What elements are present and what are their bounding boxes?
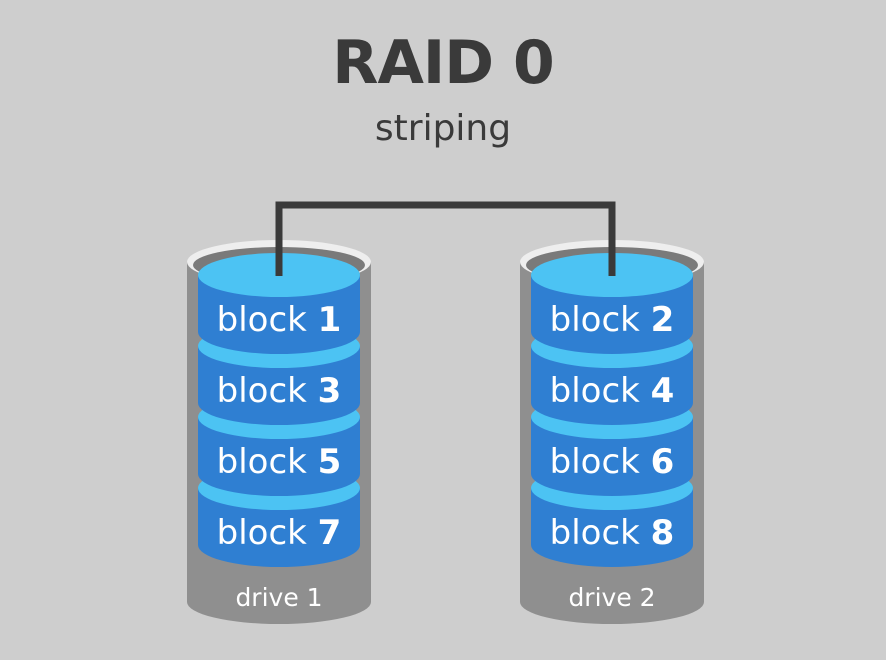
block-number: 8	[651, 513, 675, 553]
block-label: block 8	[550, 513, 675, 553]
block-side	[531, 417, 693, 496]
block-word: block	[550, 442, 651, 482]
block-side	[198, 275, 360, 354]
block-word: block	[550, 513, 651, 553]
stripe-connector	[275, 201, 616, 276]
block-side	[531, 275, 693, 354]
diagram-title: RAID 0	[332, 28, 554, 98]
drive-label: drive 1	[235, 583, 322, 612]
block-side	[198, 346, 360, 425]
block-label: block 4	[550, 371, 675, 411]
block-number: 6	[651, 442, 675, 482]
block-label: block 6	[550, 442, 675, 482]
block-label: block 5	[217, 442, 342, 482]
block-word: block	[217, 371, 318, 411]
block-label: block 2	[550, 300, 675, 340]
block-word: block	[550, 371, 651, 411]
block-side	[531, 488, 693, 567]
block-number: 3	[318, 371, 342, 411]
block-word: block	[217, 513, 318, 553]
diagram-subtitle: striping	[374, 108, 512, 149]
block-word: block	[550, 300, 651, 340]
block-number: 4	[651, 371, 675, 411]
block-label: block 1	[217, 300, 342, 340]
block-side	[198, 417, 360, 496]
block-number: 1	[318, 300, 342, 340]
block-side	[198, 488, 360, 567]
block-number: 2	[651, 300, 675, 340]
block-word: block	[217, 300, 318, 340]
block-label: block 3	[217, 371, 342, 411]
block-side	[531, 346, 693, 425]
block-word: block	[217, 442, 318, 482]
block-number: 7	[318, 513, 342, 553]
block-label: block 7	[217, 513, 342, 553]
block-number: 5	[318, 442, 342, 482]
drive-label: drive 2	[568, 583, 655, 612]
